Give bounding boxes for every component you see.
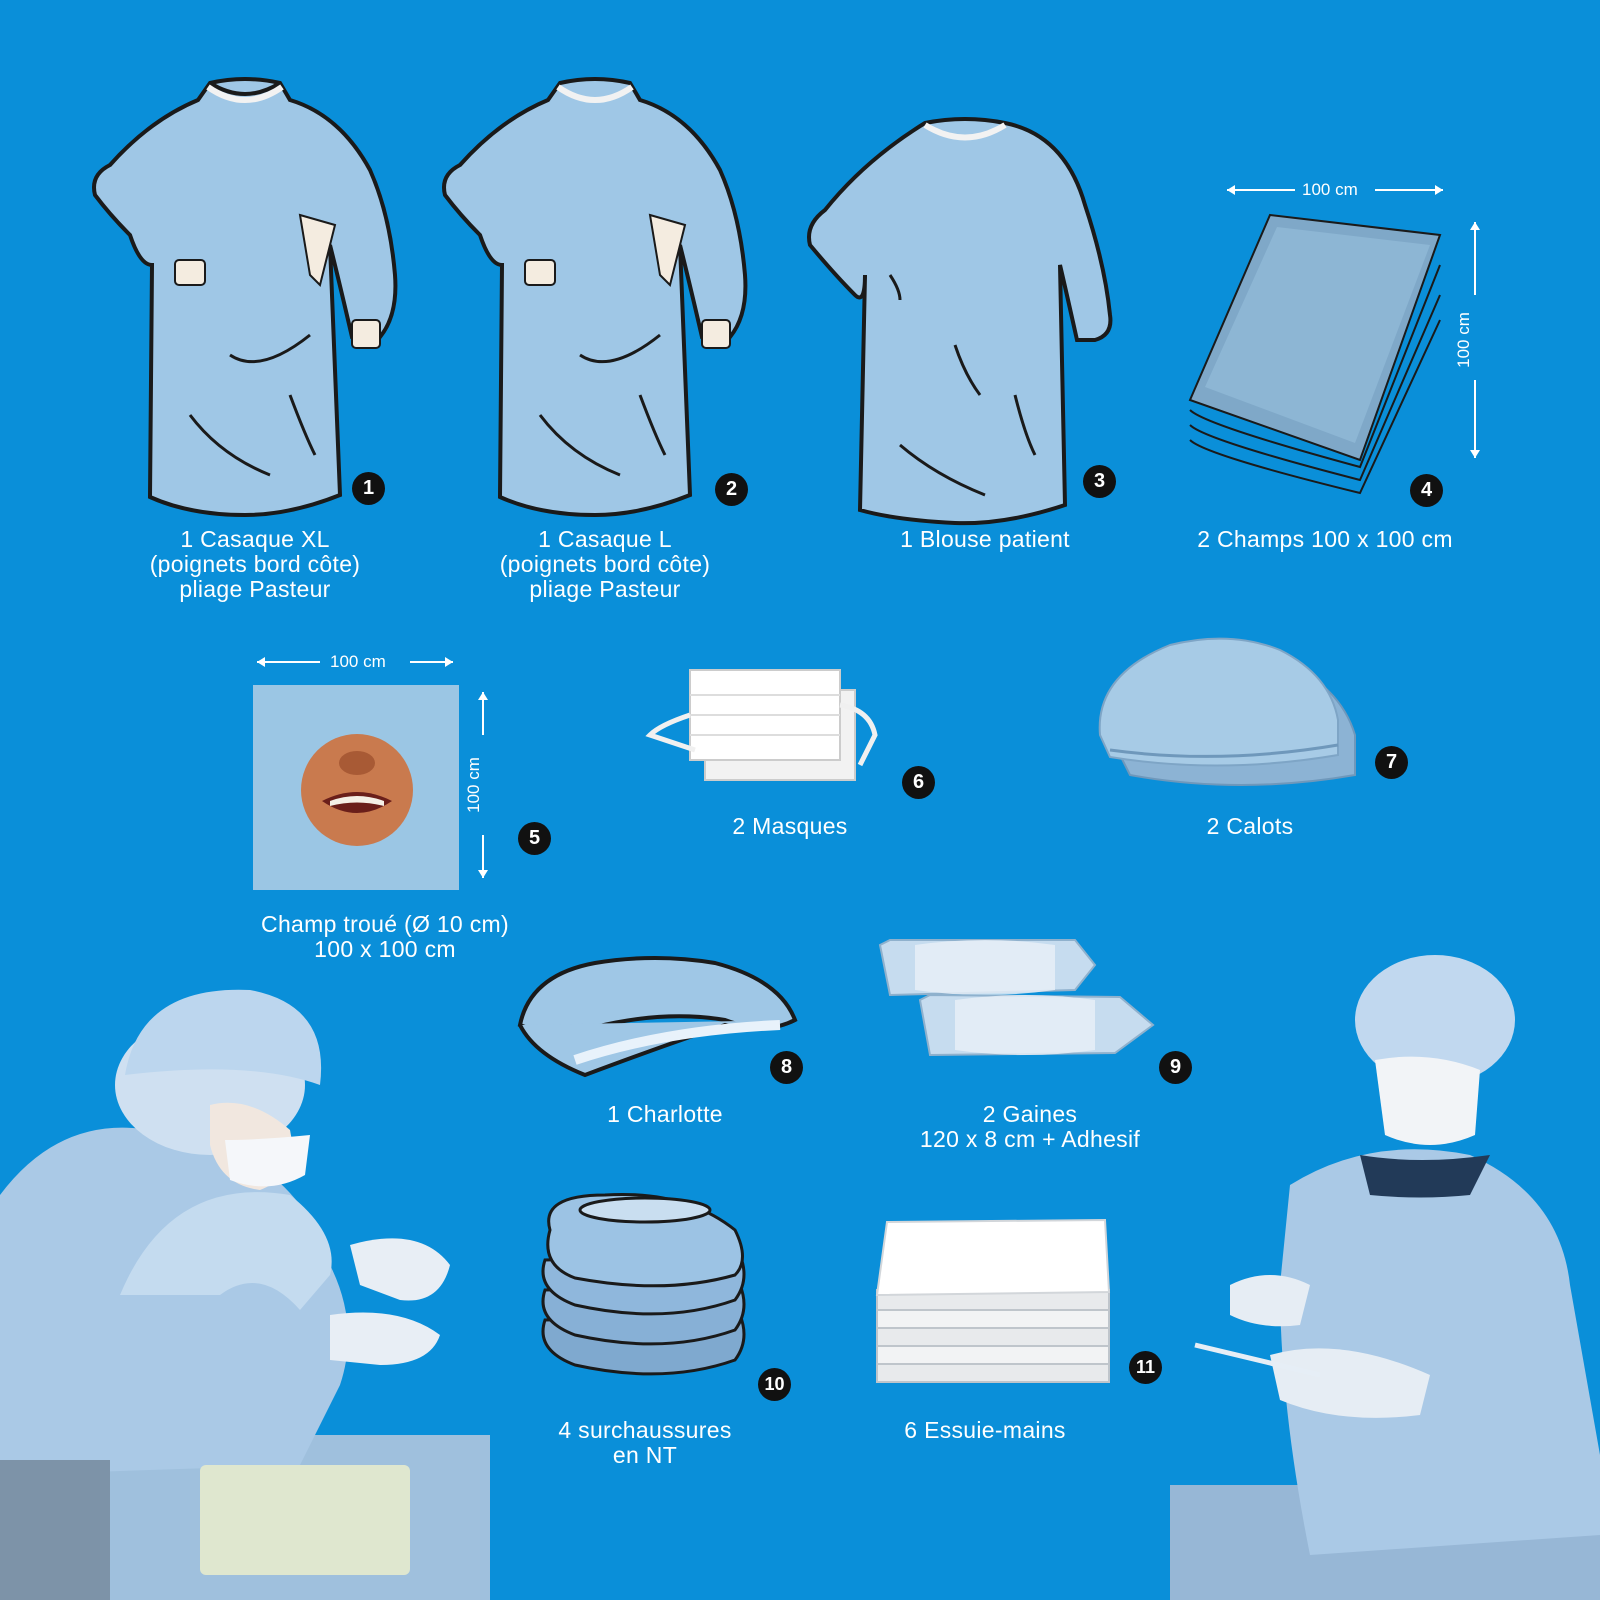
- bouffant-cap-illustration: [517, 956, 798, 1078]
- item-2-caption-line: (poignets bord côte): [499, 551, 711, 577]
- item-8-caption: 1 Charlotte: [510, 1102, 820, 1127]
- item-5-caption: Champ troué (Ø 10 cm) 100 x 100 cm: [230, 912, 540, 962]
- patient-gown-illustration: [807, 117, 1113, 526]
- item-9-caption: 2 Gaines 120 x 8 cm + Adhesif: [875, 1102, 1185, 1152]
- hand-towels-illustration: [875, 1218, 1111, 1383]
- item-4-caption: 2 Champs 100 x 100 cm: [1170, 527, 1480, 552]
- item-6-caption-line: 2 Masques: [732, 813, 848, 839]
- fenestrated-height-arrow: [478, 692, 488, 878]
- item-6-caption: 2 Masques: [635, 814, 945, 839]
- item-11-caption-line: 6 Essuie-mains: [904, 1417, 1066, 1443]
- fenestrated-drape-illustration: [253, 685, 459, 890]
- item-3-caption: 1 Blouse patient: [830, 527, 1140, 552]
- item-2-caption: 1 Casaque L (poignets bord côte) pliage …: [450, 527, 760, 602]
- item-8-number-badge: 8: [770, 1051, 803, 1084]
- face-masks-illustration: [645, 669, 878, 781]
- height-dimension-arrow: [1470, 222, 1480, 458]
- item-7-caption: 2 Calots: [1095, 814, 1405, 839]
- item-7-number-badge: 7: [1375, 746, 1408, 779]
- item-3-caption-line: 1 Blouse patient: [900, 526, 1070, 552]
- fenestrated-width-arrow: [257, 657, 453, 667]
- item-7-caption-line: 2 Calots: [1206, 813, 1294, 839]
- item-3-number-badge: 3: [1083, 465, 1116, 498]
- item-8-caption-line: 1 Charlotte: [607, 1101, 723, 1127]
- nurse-photo: [1170, 955, 1600, 1600]
- item-2-caption-line: pliage Pasteur: [529, 576, 681, 602]
- mouth-opening-icon: [301, 734, 413, 846]
- item-10-caption-line: 4 surchaussures: [558, 1417, 732, 1443]
- item-5-number-badge: 5: [518, 822, 551, 855]
- width-dimension-arrow: [1227, 185, 1443, 195]
- item-11-number-badge: 11: [1129, 1351, 1162, 1384]
- fenestrated-width-label: 100 cm: [330, 652, 386, 671]
- item-2-caption-line: 1 Casaque L: [538, 526, 672, 552]
- drape-height-label: 100 cm: [1453, 312, 1473, 368]
- item-5-caption-line: Champ troué (Ø 10 cm): [261, 911, 509, 937]
- item-1-number-badge: 1: [352, 472, 385, 505]
- item-4-number-badge: 4: [1410, 474, 1443, 507]
- item-1-caption-line: 1 Casaque XL: [180, 526, 330, 552]
- item-4-caption-line: 2 Champs 100 x 100 cm: [1197, 526, 1453, 552]
- surgeon-photo: [0, 989, 490, 1600]
- item-9-caption-line: 2 Gaines: [982, 1101, 1078, 1127]
- fenestrated-height-label: 100 cm: [463, 757, 483, 813]
- item-6-number-badge: 6: [902, 766, 935, 799]
- item-1-caption: 1 Casaque XL (poignets bord côte) pliage…: [100, 527, 410, 602]
- folded-drapes-illustration: [1188, 213, 1442, 495]
- item-1-caption-line: pliage Pasteur: [179, 576, 331, 602]
- item-2-number-badge: 2: [715, 473, 748, 506]
- item-9-caption-line: 120 x 8 cm + Adhesif: [919, 1126, 1141, 1152]
- item-11-caption: 6 Essuie-mains: [830, 1418, 1140, 1443]
- surgical-gown-l-illustration: [442, 77, 748, 518]
- surgical-caps-illustration: [1098, 637, 1356, 786]
- item-10-caption: 4 surchaussures en NT: [490, 1418, 800, 1468]
- shoe-covers-illustration: [541, 1192, 746, 1376]
- item-5-caption-line: 100 x 100 cm: [314, 936, 456, 962]
- item-9-number-badge: 9: [1159, 1051, 1192, 1084]
- surgical-gown-xl-illustration: [92, 77, 398, 518]
- item-10-number-badge: 10: [758, 1368, 791, 1401]
- item-10-caption-line: en NT: [612, 1442, 678, 1468]
- sleeves-illustration: [878, 939, 1155, 1057]
- item-1-caption-line: (poignets bord côte): [149, 551, 361, 577]
- drape-width-label: 100 cm: [1302, 180, 1358, 199]
